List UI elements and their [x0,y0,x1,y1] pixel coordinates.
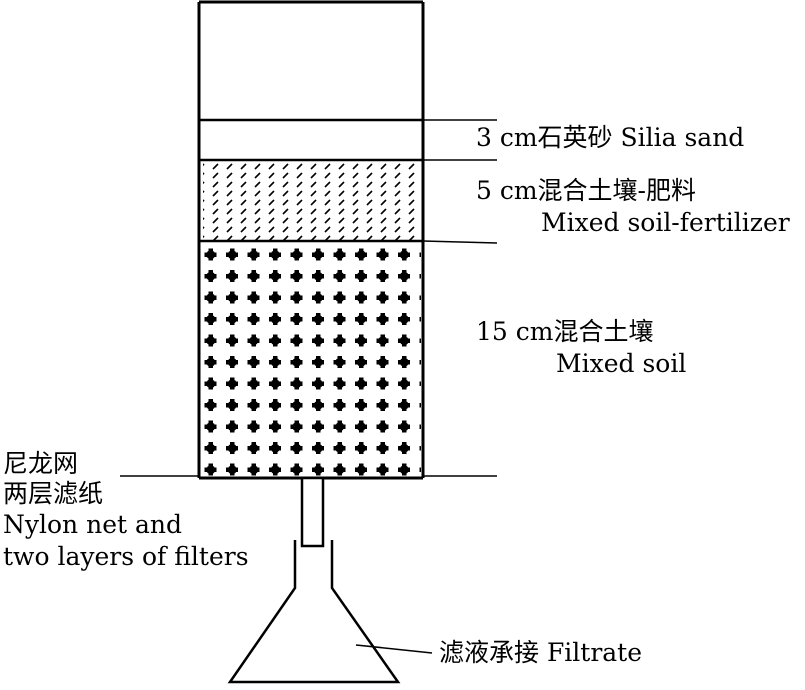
mixed-soil-layer [201,244,421,476]
outlet-tube [300,476,325,548]
mixed-soil-fertilizer-layer [203,162,419,240]
filtrate-label: 滤液承接 Filtrate [439,638,643,667]
filter-label-en-1: Nylon net and [3,510,182,539]
sand-layer-label: 3 cm石英砂 Silia sand [476,123,745,152]
filter-label-cn-1: 尼龙网 [3,449,79,478]
soil-layer-label-cn: 15 cm混合土壤 [476,317,654,346]
filter-label-en-2: two layers of filters [3,542,249,571]
fertilizer-layer-label-en: Mixed soil-fertilizer [541,208,790,237]
filter-label-cn-2: 两层滤纸 [3,479,104,508]
fertilizer-layer-label-cn: 5 cm混合土壤-肥料 [476,176,697,205]
soil-layer-label-en: Mixed soil [556,349,687,378]
collection-flask [227,540,401,684]
leader-lines [120,119,498,654]
